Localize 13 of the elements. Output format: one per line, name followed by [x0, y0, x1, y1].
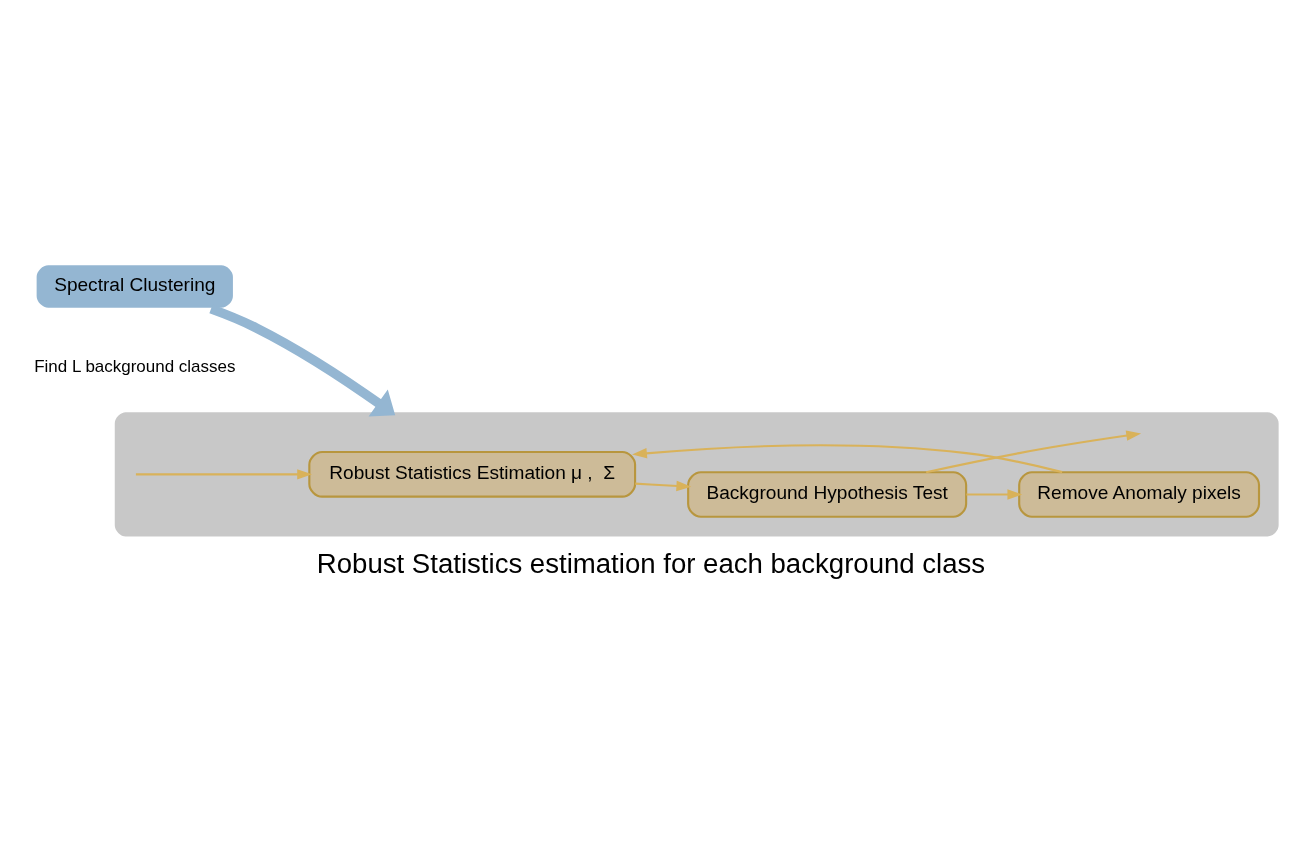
arrow [135, 469, 312, 480]
caption: Robust Statistics estimation for each background class [316, 547, 985, 579]
node-box: Background Hypothesis Test [686, 471, 967, 518]
arrow [634, 480, 691, 492]
node-box: Remove Anomaly pixels [1017, 471, 1260, 518]
node-label: Find L background classes [33, 357, 235, 377]
node-box: Robust Statistics Estimation μ , Σ [307, 451, 636, 498]
cluster [111, 409, 1282, 540]
arrow [965, 489, 1022, 500]
arrow [631, 444, 1062, 474]
node-box: Spectral Clustering [34, 263, 235, 310]
arrow [925, 430, 1141, 474]
arrow [208, 304, 395, 417]
